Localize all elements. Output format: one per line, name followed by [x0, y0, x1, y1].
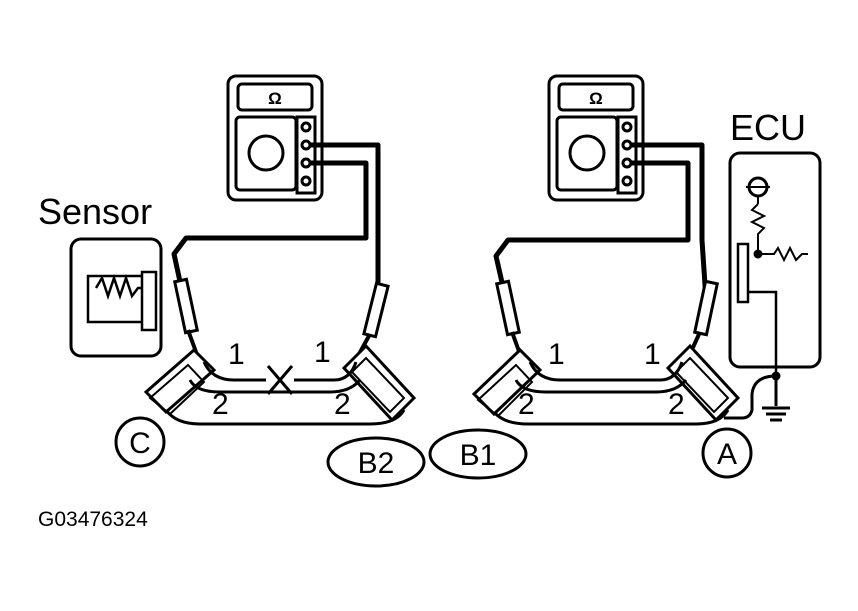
connector-a-label-ring [701, 427, 753, 479]
pin-2-c: 2 [212, 388, 229, 421]
figure-code: G03476324 [38, 508, 148, 531]
harness-wires-right [492, 361, 730, 426]
ohm-symbol-left: Ω [268, 89, 282, 108]
connector-c-label: C [129, 427, 151, 460]
pin-1-a: 1 [644, 338, 661, 371]
connector-c-label-ring [114, 416, 166, 468]
connector-b2-body [341, 343, 417, 423]
ecu-label: ECU [730, 107, 806, 148]
probe-right-a [688, 279, 720, 355]
connector-b1-label: B1 [460, 439, 497, 472]
ecu-icon [728, 151, 822, 374]
pin-1-c: 1 [228, 338, 245, 371]
pin-2-b2: 2 [334, 388, 351, 421]
open-circuit-mark-icon [266, 365, 294, 395]
pin-1-b2: 1 [314, 336, 331, 369]
sensor-icon [69, 237, 163, 358]
pin-1-b1: 1 [548, 338, 565, 371]
sensor-label: Sensor [38, 191, 152, 232]
connector-a-label: A [717, 438, 737, 471]
harness-wires-left [164, 361, 406, 426]
ohmmeter-right-icon [547, 74, 645, 202]
test-lead-wires-left [171, 142, 381, 301]
probe-left-c [172, 277, 200, 353]
connector-b1-body [471, 347, 543, 418]
connector-b2-label-ring [326, 436, 426, 488]
connector-b2-label: B2 [358, 447, 395, 480]
ohmmeter-left-icon [226, 74, 324, 202]
test-lead-wires-right [493, 142, 709, 301]
ground-icon [724, 371, 790, 422]
connector-c-body [143, 347, 217, 416]
probe-left-b2 [356, 281, 390, 357]
ohm-symbol-right: Ω [589, 89, 603, 108]
pin-2-a: 2 [668, 388, 685, 421]
pin-2-b1: 2 [518, 388, 535, 421]
connector-b1-label-ring [428, 428, 528, 480]
connector-a-body [665, 343, 741, 423]
probe-right-b1 [494, 279, 522, 355]
